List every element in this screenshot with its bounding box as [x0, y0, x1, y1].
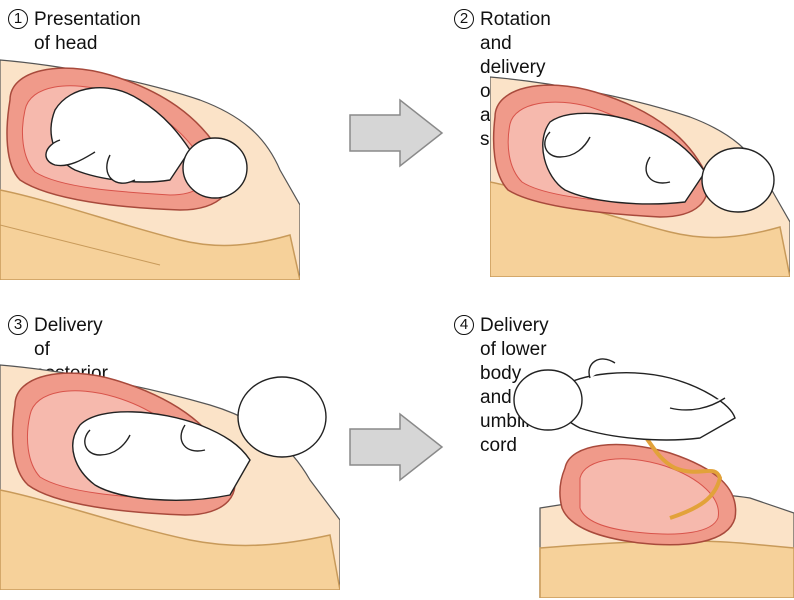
- umbilical-cord: [628, 416, 723, 520]
- baby-figure: [72, 376, 327, 501]
- birth-illustration-1: [0, 59, 300, 280]
- step-title: Rotation and delivery: [480, 9, 551, 78]
- arrow-right-icon: [349, 412, 444, 482]
- step-number-badge: 3: [8, 315, 28, 335]
- birth-illustration-4: [513, 358, 794, 598]
- step-number-badge: 1: [8, 9, 28, 29]
- step-title: Presentation of head: [34, 9, 141, 54]
- birth-illustration-3: [0, 364, 340, 590]
- step-number-badge: 2: [454, 9, 474, 29]
- birth-illustration-2: [490, 76, 790, 277]
- step-number-badge: 4: [454, 315, 474, 335]
- step-caption: 1 Presentation of head: [8, 8, 141, 56]
- step-title: Delivery of lower body: [480, 315, 549, 384]
- baby-figure: [542, 112, 775, 213]
- baby-figure: [45, 87, 248, 199]
- baby-figure: [513, 358, 736, 441]
- arrow-right-icon: [349, 98, 444, 168]
